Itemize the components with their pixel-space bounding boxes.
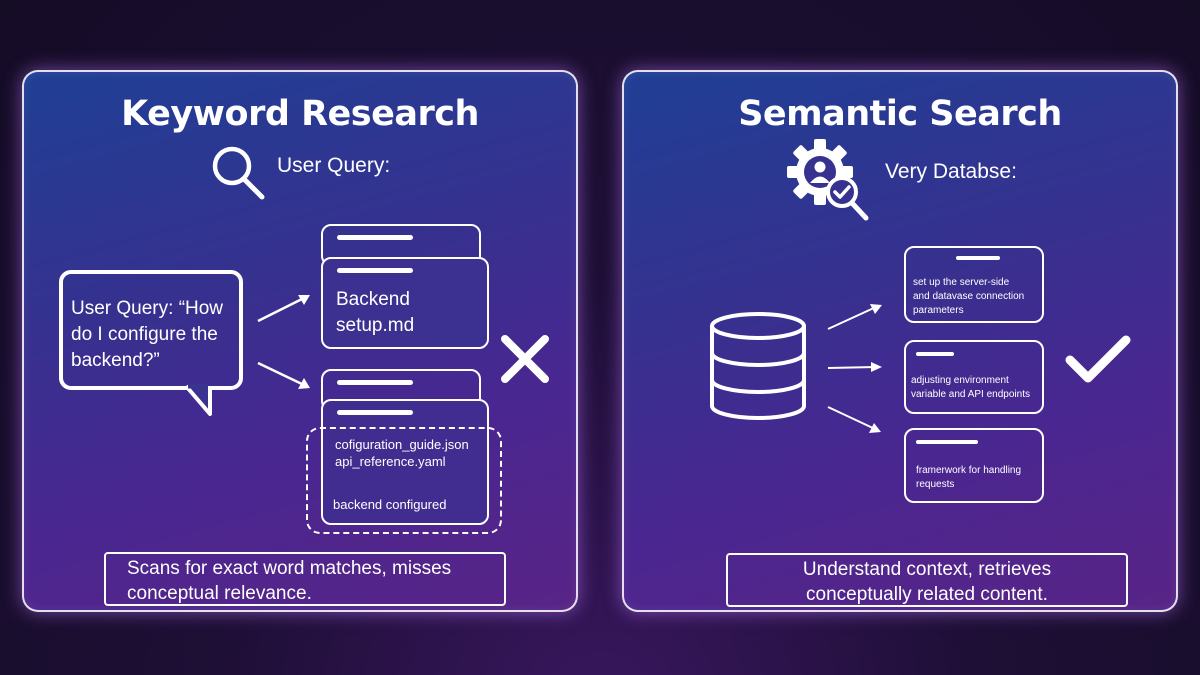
file-card-config: cofiguration_guide.json api_reference.ya… [321, 399, 489, 525]
panel-title: Keyword Research [121, 94, 479, 134]
result-line: adjusting environment [911, 375, 1009, 386]
arrows-right [827, 304, 882, 433]
query-label: User Query: [277, 154, 391, 177]
result-card-2: adjusting environment variable and API e… [904, 340, 1044, 414]
card-text-line2: setup.md [336, 315, 415, 336]
card-header-bar [916, 352, 954, 356]
card-text-line1: Backend [336, 289, 410, 310]
card-header-bar [337, 235, 413, 240]
panel-title: Semantic Search [738, 94, 1062, 134]
bubble-text: User Query: “How do I configure the back… [71, 298, 224, 371]
caption-line1: Scans for exact word matches, misses [127, 558, 452, 579]
x-mark-icon [501, 335, 549, 383]
file-card-backend-setup: Backend setup.md [321, 257, 489, 349]
caption-line2: conceptually related content. [806, 584, 1048, 605]
card-header-bar [337, 380, 413, 385]
search-icon [212, 146, 265, 200]
card-text-backend-configured: backend configured [333, 497, 447, 512]
gear-user-search-icon [787, 139, 869, 221]
database-icon [710, 312, 806, 420]
card-header-bar [916, 440, 978, 444]
card-text-config-line1: cofiguration_guide.json [335, 437, 469, 452]
caption-box: Understand context, retrieves conceptual… [726, 553, 1128, 607]
result-line: and datavase connection [913, 291, 1025, 302]
caption-box: Scans for exact word matches, misses con… [104, 552, 506, 606]
card-text-config-line2: api_reference.yaml [335, 454, 446, 469]
dashed-match-outline [306, 427, 502, 534]
keyword-research-panel: Keyword Research User Query: User Query:… [22, 70, 578, 612]
semantic-search-panel: Semantic Search Very Databse: [622, 70, 1178, 612]
caption-line2: conceptual relevance. [127, 583, 312, 604]
result-line: set up the server-side [913, 277, 1010, 288]
database-label: Very Databse: [885, 160, 1017, 183]
result-line: framerwork for handling [916, 465, 1022, 476]
result-card-3: framerwork for handling requests [904, 428, 1044, 503]
user-query-bubble: User Query: “How do I configure the back… [59, 270, 243, 390]
result-line: requests [916, 479, 955, 490]
arrows-left [257, 295, 310, 389]
card-header-bar [337, 410, 413, 415]
result-line: parameters [913, 305, 964, 316]
caption-line1: Understand context, retrieves [802, 559, 1052, 580]
bubble-tail [184, 383, 212, 416]
card-header-bar [956, 256, 1000, 260]
result-line: variable and API endpoints [911, 389, 1030, 400]
result-card-1: set up the server-side and datavase conn… [904, 246, 1044, 323]
card-header-bar [337, 268, 413, 273]
checkmark-icon [1065, 335, 1131, 383]
